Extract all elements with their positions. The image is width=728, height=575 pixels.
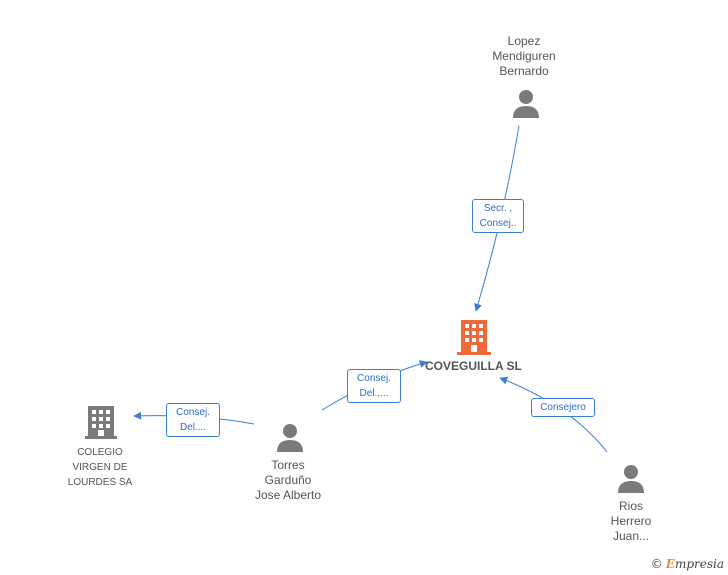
company-label-coveguilla[interactable]: COVEGUILLA SL: [425, 359, 522, 373]
copyright-icon: ©: [650, 557, 663, 571]
person-node-lopez[interactable]: [512, 89, 540, 119]
building-icon: [85, 406, 117, 439]
edge-label-line: Del.,...: [359, 388, 389, 399]
edge-label-line: Consej.: [176, 407, 210, 418]
person-label-lopez[interactable]: Lopez Mendiguren Bernardo: [492, 34, 556, 78]
edge-label-lopez[interactable]: Secr. , Consej..: [472, 199, 524, 233]
brand-logo: ©Empresia: [651, 557, 724, 571]
edge-label-line: Consej.: [357, 373, 391, 384]
person-icon: [618, 465, 644, 493]
person-node-torres[interactable]: [276, 423, 304, 453]
person-icon: [513, 90, 539, 118]
brand-name: mpresia: [674, 557, 724, 571]
edge-label-line: Del....: [179, 422, 207, 433]
edge-label-torres-company[interactable]: Consej. Del.,...: [347, 369, 401, 403]
person-label-torres[interactable]: Torres Garduño Jose Alberto: [254, 458, 322, 502]
edge-label-line: Consej..: [479, 218, 517, 229]
edge-label-torres-colegio[interactable]: Consej. Del....: [166, 403, 220, 437]
brand-initial: E: [665, 557, 675, 571]
person-label-rios[interactable]: Rios Herrero Juan...: [610, 499, 652, 543]
edge-label-line: Secr. ,: [483, 203, 513, 214]
edge-label-line: Consejero: [540, 402, 586, 413]
building-icon: [457, 320, 491, 355]
person-icon: [277, 424, 303, 452]
company-node-colegio[interactable]: [84, 404, 118, 440]
person-node-rios[interactable]: [617, 464, 645, 494]
company-label-colegio[interactable]: COLEGIO VIRGEN DE LOURDES SA: [67, 447, 133, 488]
company-node-coveguilla[interactable]: [456, 318, 492, 356]
edge-label-rios[interactable]: Consejero: [531, 398, 595, 417]
